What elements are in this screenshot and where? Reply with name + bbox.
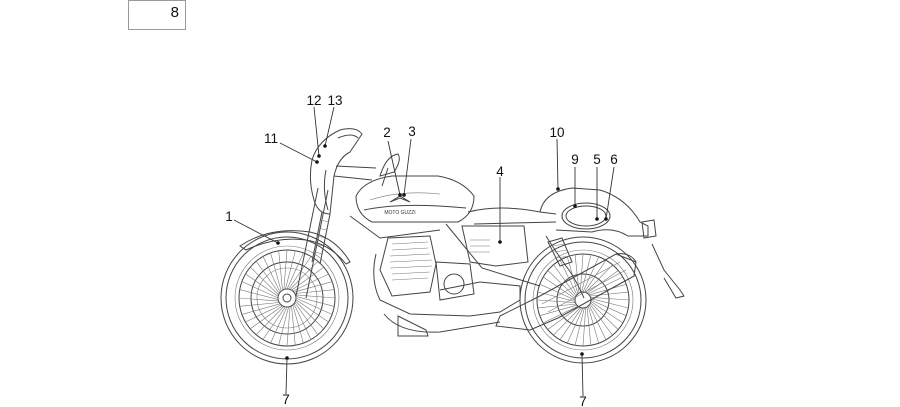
spoke	[582, 307, 586, 347]
spoke	[278, 250, 283, 291]
spoke	[553, 307, 581, 336]
callout-9: 9	[571, 152, 579, 167]
callout-7-front: 7	[282, 392, 290, 407]
spoke	[294, 302, 319, 335]
seat-tail	[467, 187, 685, 299]
spoke	[293, 281, 333, 293]
callout-7-rear: 7	[579, 394, 587, 407]
spoke	[589, 284, 627, 296]
exhaust	[495, 253, 637, 331]
spoke	[255, 306, 285, 335]
spoke	[262, 256, 281, 293]
spoke	[286, 252, 304, 290]
spoke	[262, 306, 286, 340]
spoke	[585, 264, 613, 293]
front-wheel	[220, 231, 354, 365]
spoke	[559, 259, 578, 296]
spoke	[559, 307, 582, 340]
tank-logo: MOTO GUZZI	[384, 210, 415, 216]
spoke	[239, 302, 280, 307]
spoke	[295, 296, 335, 307]
spoke	[584, 260, 607, 293]
callout-6: 6	[610, 152, 618, 167]
spoke	[270, 252, 282, 292]
spoke	[245, 273, 279, 297]
spoke	[255, 261, 280, 294]
spoke	[590, 298, 629, 309]
spoke	[547, 306, 580, 330]
spoke	[589, 291, 629, 297]
spoke	[590, 301, 623, 324]
front-fairing	[309, 128, 400, 215]
callout-3: 3	[408, 124, 416, 139]
spoke	[239, 289, 279, 300]
spoke	[586, 306, 592, 346]
callout-5: 5	[593, 152, 601, 167]
spoke	[295, 300, 324, 330]
front-fork	[239, 187, 351, 299]
callout-11: 11	[264, 131, 278, 146]
spoke	[586, 270, 619, 294]
spoke	[587, 306, 599, 344]
spoke	[292, 304, 304, 344]
spoke	[539, 304, 577, 316]
spoke	[294, 289, 335, 294]
spoke	[295, 297, 333, 315]
spoke	[590, 302, 619, 330]
spoke	[245, 304, 282, 323]
callout-labels: 1 2 3 4 5 6 7 7 9 10 11 12 13	[225, 93, 618, 407]
spoke	[588, 304, 607, 341]
callout-dots	[276, 144, 608, 360]
callout-13: 13	[327, 93, 342, 108]
spoke	[536, 299, 576, 303]
spoke	[589, 303, 613, 336]
spoke	[543, 276, 576, 299]
spoke	[270, 306, 288, 344]
callout-12: 12	[306, 93, 321, 108]
callout-10: 10	[549, 125, 564, 140]
spoke	[574, 307, 585, 346]
spoke	[537, 303, 577, 309]
spoke	[566, 307, 584, 344]
callout-4: 4	[496, 164, 504, 179]
spoke	[238, 297, 279, 302]
spoke	[291, 305, 296, 346]
rear-wheel	[519, 236, 647, 364]
spoke	[289, 261, 319, 290]
spoke	[581, 254, 592, 293]
engine	[373, 235, 521, 337]
spoke	[285, 250, 296, 290]
frame-side-panel	[349, 215, 585, 299]
page-number-box: 8	[128, 0, 186, 30]
fuel-tank: MOTO GUZZI	[355, 175, 475, 223]
spoke	[241, 303, 281, 315]
spoke	[582, 256, 600, 293]
spoke	[590, 299, 627, 317]
spoke	[283, 249, 288, 290]
spoke	[241, 281, 279, 299]
spoke	[542, 305, 579, 324]
spoke	[295, 294, 336, 299]
spoke	[587, 276, 624, 295]
spoke	[286, 306, 291, 347]
spoke	[537, 291, 576, 302]
callout-2: 2	[383, 125, 391, 140]
page-number: 8	[170, 4, 179, 21]
spoke	[288, 256, 312, 290]
spoke	[250, 305, 283, 330]
spoke	[539, 283, 576, 301]
callout-1: 1	[225, 209, 233, 224]
spoke	[295, 299, 329, 323]
spoke	[553, 264, 577, 297]
spoke	[292, 273, 329, 292]
spoke	[278, 306, 289, 346]
spoke	[291, 266, 324, 291]
spoke	[590, 297, 630, 301]
spoke	[293, 303, 312, 340]
spoke	[250, 266, 279, 296]
leader-lines	[233, 106, 615, 397]
